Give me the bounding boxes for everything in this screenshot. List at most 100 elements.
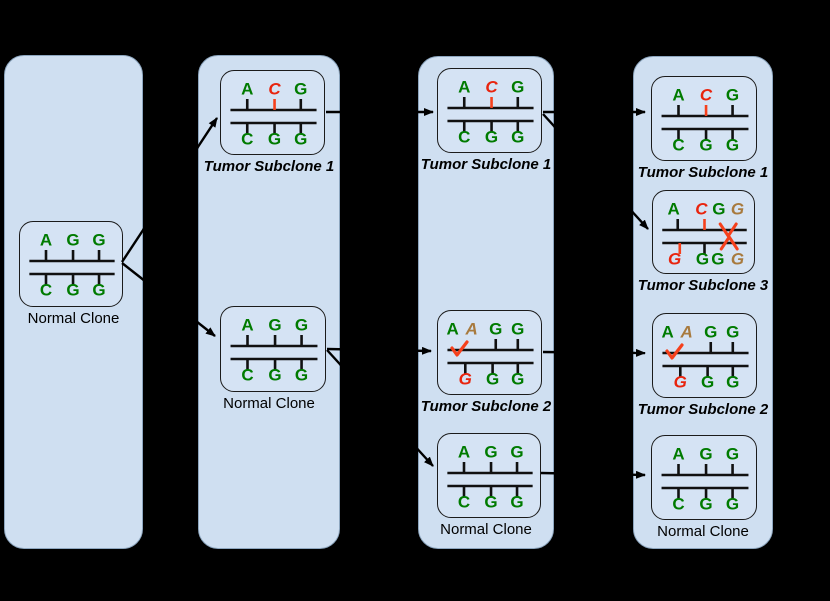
- base-letter: G: [699, 135, 713, 155]
- base-letter: G: [92, 230, 106, 250]
- base-letter: A: [465, 319, 478, 339]
- dna-strands: [447, 97, 534, 132]
- base-letter: C: [672, 494, 685, 514]
- base-letter: C: [39, 280, 53, 300]
- base-letter: G: [699, 494, 713, 514]
- base-letter: A: [672, 444, 685, 464]
- base-letter: G: [268, 365, 282, 385]
- base-letter: A: [680, 322, 693, 342]
- base-letter: C: [268, 79, 281, 99]
- clone-label-tumor-subclone-2: Tumor Subclone 2: [637, 401, 769, 418]
- clone-label-tumor-subclone-1: Tumor Subclone 1: [637, 164, 769, 181]
- clone-label-normal-clone: Normal Clone: [27, 310, 120, 327]
- base-letter: G: [485, 369, 500, 389]
- base-letter: G: [511, 319, 525, 339]
- base-letter: C: [241, 365, 254, 385]
- base-letter: G: [267, 129, 282, 149]
- base-letter: G: [725, 135, 740, 155]
- base-letter: C: [458, 127, 471, 147]
- insertion-check-icon: [450, 340, 469, 357]
- base-letter: G: [725, 85, 740, 105]
- base-letter: G: [66, 280, 80, 300]
- clone-label-tumor-subclone-2: Tumor Subclone 2: [420, 398, 552, 415]
- deletion-caret-icon: [719, 235, 739, 251]
- base-letter: G: [458, 369, 472, 389]
- base-letter: G: [725, 494, 740, 514]
- base-letter: G: [294, 365, 309, 385]
- base-letter: G: [704, 322, 718, 342]
- dna-strands: [29, 250, 115, 285]
- base-letter: G: [268, 315, 282, 335]
- base-letter: G: [730, 249, 745, 269]
- base-letter: G: [673, 372, 687, 392]
- base-letter: G: [294, 129, 308, 149]
- base-letter: G: [484, 127, 499, 147]
- base-letter: G: [511, 369, 525, 389]
- base-letter: A: [241, 79, 254, 99]
- base-letter: G: [489, 319, 503, 339]
- base-letter: G: [66, 230, 80, 250]
- base-letter: G: [695, 249, 710, 269]
- base-letter: G: [699, 444, 713, 464]
- base-letter: G: [484, 442, 498, 462]
- base-letter: G: [92, 280, 106, 300]
- dna-strands: [447, 339, 534, 374]
- base-letter: C: [485, 77, 498, 97]
- dna-strands: [230, 335, 318, 370]
- arrow-normal3-to-normal4: [540, 470, 646, 479]
- clone-label-normal-clone: Normal Clone: [223, 395, 315, 412]
- dna-strands: [447, 462, 533, 497]
- base-letter: C: [695, 199, 708, 219]
- base-letter: A: [672, 85, 685, 105]
- base-letter: G: [712, 199, 726, 219]
- base-letter: G: [725, 444, 740, 464]
- base-letter: G: [726, 322, 740, 342]
- insertion-check-icon: [665, 343, 684, 360]
- base-letter: C: [457, 492, 471, 512]
- base-letter: G: [484, 492, 498, 512]
- base-letter: G: [510, 492, 524, 512]
- base-letter: G: [700, 372, 715, 392]
- base-letter: G: [294, 79, 308, 99]
- base-letter: A: [457, 442, 471, 462]
- dna-strands: [662, 342, 749, 377]
- dna-strands: [230, 99, 317, 134]
- arrow-normal2-to-subclone2: [326, 346, 432, 355]
- base-letter: A: [241, 315, 254, 335]
- base-letter: G: [511, 77, 525, 97]
- base-letter: A: [667, 199, 680, 219]
- dna-strands: [662, 219, 747, 254]
- base-letter: A: [661, 322, 674, 342]
- base-letter: C: [672, 135, 685, 155]
- base-letter: G: [730, 199, 745, 219]
- base-letter: G: [294, 315, 309, 335]
- dna-strands: [661, 105, 749, 140]
- clone-label-tumor-subclone-3: Tumor Subclone 3: [637, 277, 769, 294]
- base-letter: C: [699, 85, 713, 105]
- base-letter: G: [510, 442, 524, 462]
- base-letter: G: [511, 127, 525, 147]
- arrow-subclone2-t3-to-t4: [542, 348, 646, 357]
- dna-strands: [661, 464, 749, 499]
- base-letter: G: [668, 249, 682, 269]
- base-letter: A: [446, 319, 459, 339]
- base-letter: A: [458, 77, 471, 97]
- clone-label-tumor-subclone-1: Tumor Subclone 1: [420, 156, 552, 173]
- base-letter: G: [726, 372, 740, 392]
- base-letter: G: [711, 249, 725, 269]
- base-letter: C: [241, 129, 254, 149]
- base-letter: A: [39, 230, 53, 250]
- clone-label-normal-clone: Normal Clone: [657, 523, 749, 540]
- clone-label-normal-clone: Normal Clone: [440, 521, 532, 538]
